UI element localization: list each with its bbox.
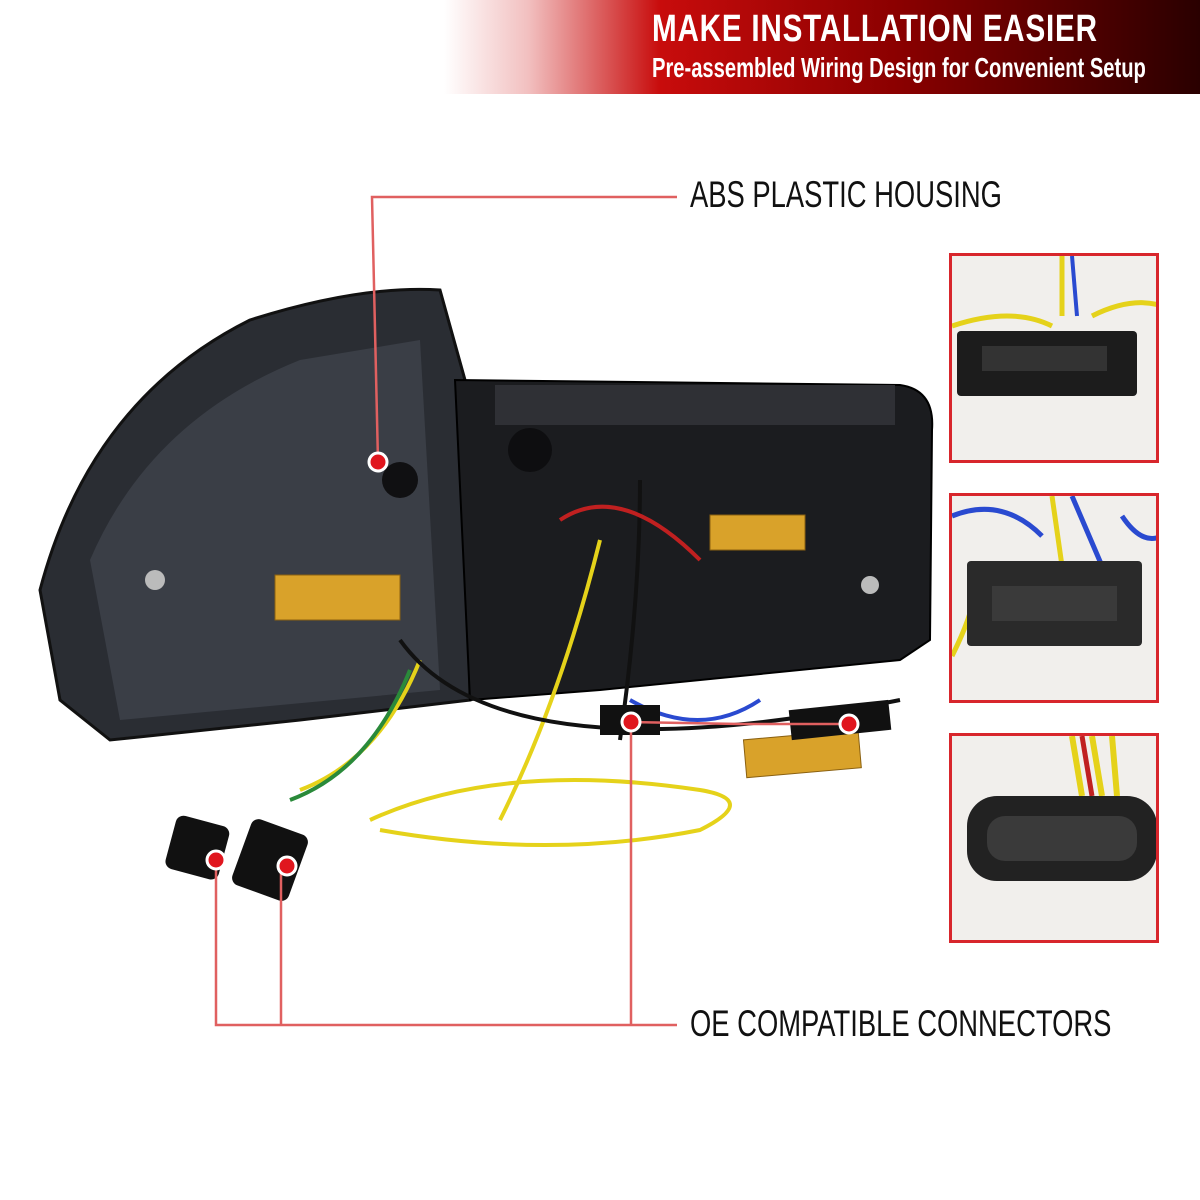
illustration-shape <box>1069 736 1120 797</box>
banner-subtitle: Pre-assembled Wiring Design for Convenie… <box>652 52 1146 83</box>
illustration-shape <box>145 570 165 590</box>
illustration-shape <box>861 576 879 594</box>
callout-dot <box>205 849 227 871</box>
connector-plug <box>232 819 308 901</box>
callout-housing-label: ABS PLASTIC HOUSING <box>690 174 1002 215</box>
banner-title: MAKE INSTALLATION EASIER <box>652 8 1098 50</box>
illustration-shape <box>1079 736 1095 797</box>
connector-plug <box>165 815 230 880</box>
callout-lines <box>214 195 849 1027</box>
load-resistor <box>274 574 401 621</box>
illustration-shape <box>370 195 677 463</box>
illustration-shape <box>630 720 849 726</box>
illustration-shape <box>90 340 440 720</box>
illustration-shape <box>558 504 702 562</box>
header-banner: MAKE INSTALLATION EASIER Pre-assembled W… <box>0 0 1200 94</box>
callout-dot <box>367 451 389 473</box>
connector-detail-1 <box>949 253 1159 463</box>
illustration-shape <box>508 428 552 472</box>
illustration-shape <box>382 462 418 498</box>
illustration-shape <box>952 496 1156 567</box>
illustration-shape <box>214 860 677 1027</box>
illustration-shape <box>498 539 602 821</box>
callout-dot <box>620 711 642 733</box>
illustration-shape <box>289 669 412 802</box>
connector-detail-2 <box>949 493 1159 703</box>
housing-rear-body <box>453 378 934 702</box>
callout-dot <box>276 855 298 877</box>
illustration-shape <box>495 385 895 425</box>
illustration-shape <box>982 346 1107 371</box>
callout-connectors-label: OE COMPATIBLE CONNECTORS <box>690 1003 1112 1044</box>
illustration-shape <box>1070 256 1079 317</box>
illustration-shape <box>618 479 642 741</box>
illustration-shape <box>987 816 1137 861</box>
connector-detail-3 <box>949 733 1159 943</box>
illustration-shape <box>952 256 1156 329</box>
illustration-shape <box>992 586 1117 621</box>
illustration-shape <box>369 778 732 847</box>
load-resistor <box>709 514 806 551</box>
callout-dot <box>838 713 860 735</box>
illustration-shape <box>205 451 860 877</box>
